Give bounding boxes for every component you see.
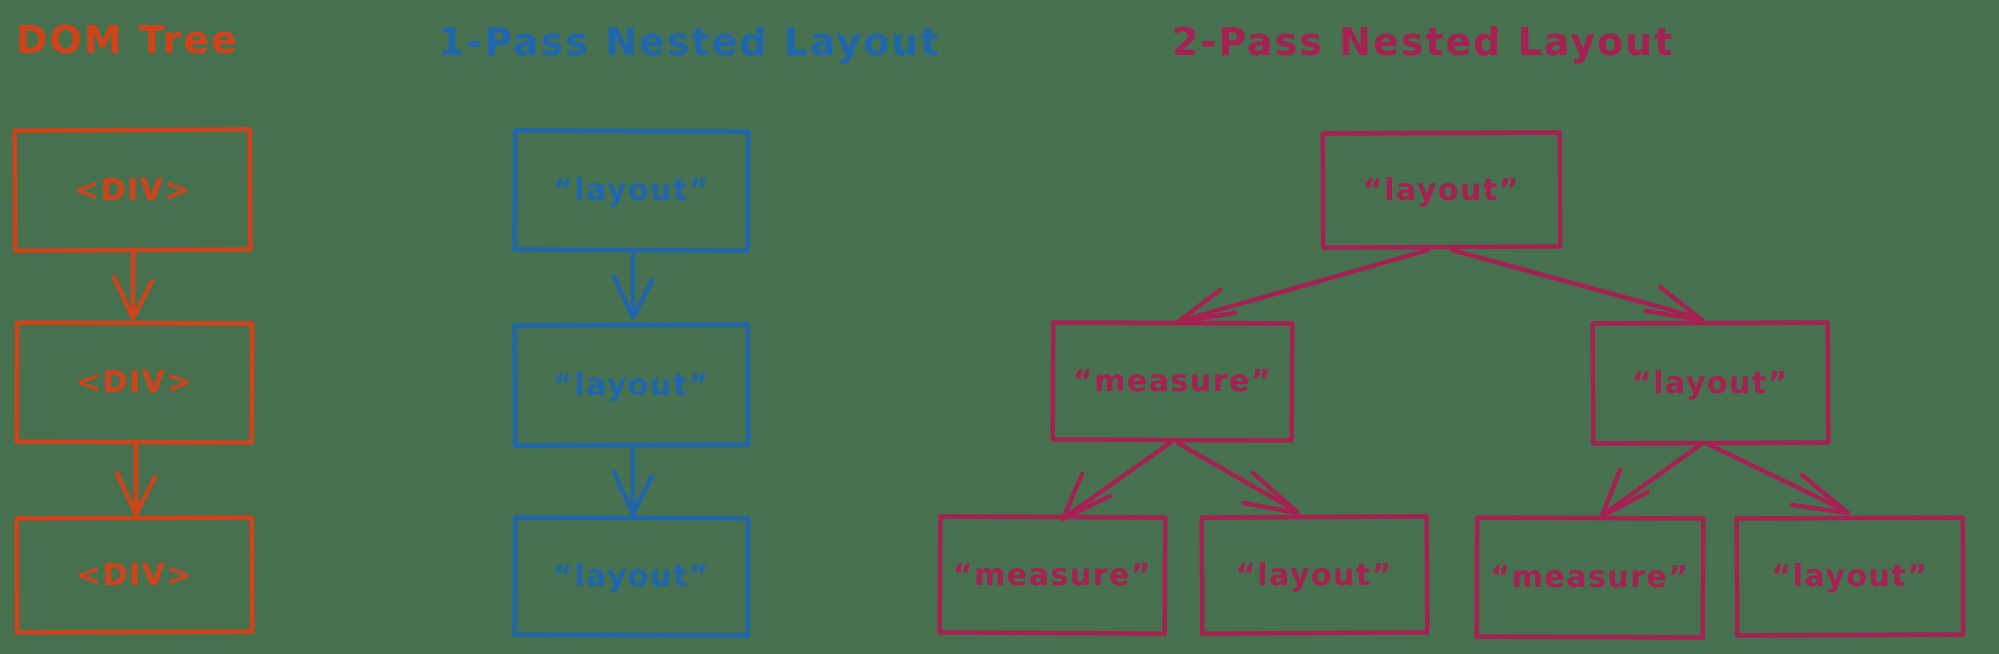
one-pass-node-box-1 bbox=[512, 128, 751, 253]
two-pass-arrow-left-ll-head bbox=[1060, 471, 1113, 522]
two-pass-arrow-root-right-head bbox=[1643, 284, 1705, 323]
one-pass-arrow-2-head bbox=[611, 469, 655, 517]
two-pass-shapes bbox=[937, 130, 1966, 640]
dom-arrow-2-head bbox=[114, 470, 158, 517]
two-pass-ll-label: “measure” bbox=[952, 557, 1153, 593]
two-pass-left-box bbox=[1050, 320, 1295, 443]
two-pass-arrow-left-lr-head bbox=[1240, 470, 1301, 516]
two-pass-arrow-right-rl-head bbox=[1599, 467, 1651, 519]
dom-tree-title: DOM Tree bbox=[16, 18, 239, 62]
two-pass-lr-box bbox=[1199, 514, 1430, 636]
one-pass-node-label-1: “layout” bbox=[553, 173, 710, 208]
one-pass-title: 1-Pass Nested Layout bbox=[438, 20, 941, 64]
two-pass-title: 2-Pass Nested Layout bbox=[1172, 20, 1675, 64]
dom-node-box-3 bbox=[14, 515, 255, 635]
two-pass-lr-label: “layout” bbox=[1236, 557, 1393, 593]
two-pass-root-box bbox=[1320, 130, 1563, 250]
two-pass-rl-box bbox=[1474, 515, 1706, 640]
dom-node-box-1 bbox=[12, 127, 253, 253]
two-pass-arrow-root-left-shaft bbox=[1177, 247, 1431, 324]
two-pass-rl-label: “measure” bbox=[1490, 560, 1690, 595]
one-pass-arrow-1-head bbox=[611, 273, 655, 321]
one-pass-node-box-2 bbox=[512, 322, 751, 448]
dom-node-label-1: <DIV> bbox=[73, 172, 192, 208]
two-pass-right-label: “layout” bbox=[1632, 365, 1789, 401]
two-pass-root-label: “layout” bbox=[1363, 172, 1520, 208]
dom-node-label-3: <DIV> bbox=[75, 557, 194, 593]
two-pass-arrow-left-lr-shaft bbox=[1175, 440, 1299, 514]
two-pass-arrow-root-right-shaft bbox=[1449, 247, 1703, 321]
one-pass-node-label-3: “layout” bbox=[553, 559, 710, 594]
one-pass-node-box-3 bbox=[512, 515, 751, 638]
two-pass-arrow-right-rr-head bbox=[1789, 472, 1851, 516]
two-pass-arrow-left-ll-shaft bbox=[1062, 440, 1173, 520]
dom-arrow-1-head bbox=[111, 274, 155, 321]
one-pass-node-label-2: “layout” bbox=[553, 367, 710, 403]
two-pass-arrow-right-rl-shaft bbox=[1601, 442, 1703, 517]
dom-node-label-2: <DIV> bbox=[75, 365, 194, 400]
two-pass-left-label: “measure” bbox=[1072, 364, 1273, 399]
two-pass-rr-box bbox=[1734, 515, 1966, 638]
two-pass-arrow-right-rr-shaft bbox=[1707, 442, 1849, 514]
two-pass-rr-label: “layout” bbox=[1771, 559, 1929, 594]
two-pass-ll-box bbox=[937, 514, 1168, 636]
two-pass-arrow-root-left-head bbox=[1175, 287, 1238, 325]
one-pass-shapes bbox=[512, 128, 751, 638]
dom-node-box-2 bbox=[14, 320, 255, 445]
dom-tree-shapes bbox=[12, 127, 255, 635]
